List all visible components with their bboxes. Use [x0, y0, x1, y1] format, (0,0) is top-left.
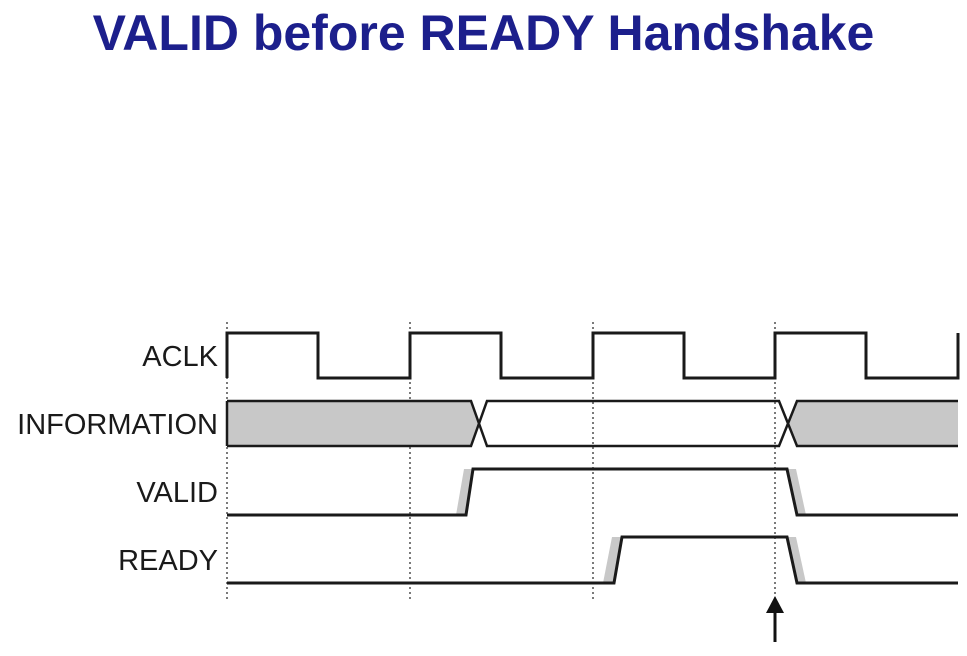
information-bus: [225, 399, 958, 448]
signal-label-aclk: ACLK: [142, 341, 218, 373]
information-invalid-region-left: [227, 401, 479, 446]
ready-signal: [227, 535, 958, 585]
valid-fall-edge-shade: [787, 469, 806, 515]
slide-title: VALID before READY Handshake: [92, 5, 875, 61]
up-arrow-icon: [766, 596, 784, 642]
valid-rise-edge-shade: [456, 469, 473, 515]
signal-label-information: INFORMATION: [17, 409, 218, 441]
signal-label-ready: READY: [118, 545, 218, 577]
ready-fall-edge-shade: [787, 537, 806, 583]
ready-rise-edge-shade: [603, 537, 622, 583]
information-invalid-region-right: [789, 401, 958, 446]
valid-waveform: [227, 467, 958, 517]
valid-signal: [227, 467, 958, 517]
signal-label-valid: VALID: [136, 477, 218, 509]
ready-waveform: [227, 535, 958, 585]
aclk-waveform: [225, 331, 960, 380]
information-bus-outline: [225, 399, 958, 448]
